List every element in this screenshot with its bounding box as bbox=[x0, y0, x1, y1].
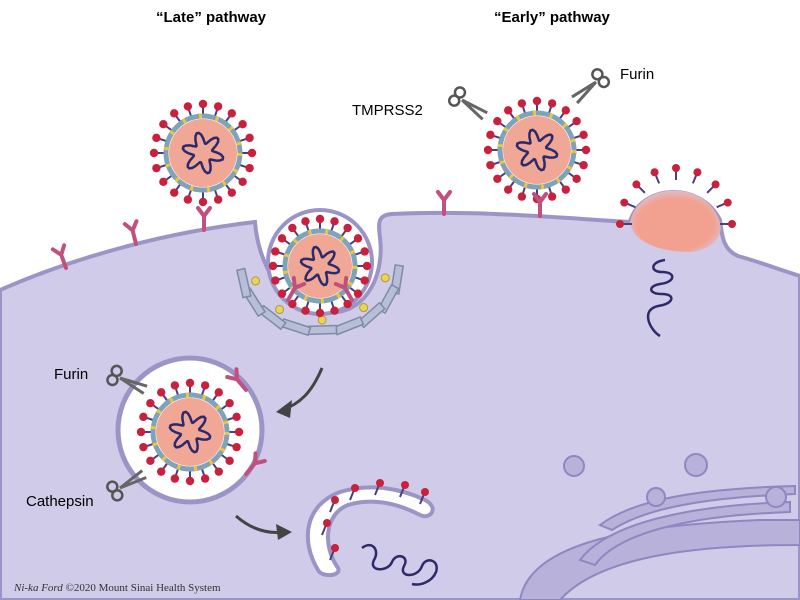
scissors-icon bbox=[571, 68, 611, 105]
ace2-receptor bbox=[436, 190, 452, 216]
ace2-receptor bbox=[286, 275, 307, 302]
arrow-release bbox=[235, 514, 292, 540]
virion-in-pit bbox=[268, 214, 372, 318]
virion-in-endosome bbox=[136, 378, 244, 486]
ace2-receptor bbox=[244, 451, 267, 476]
ace2-receptor bbox=[225, 367, 248, 392]
ace2-receptor bbox=[333, 275, 354, 302]
cathepsin-label: Cathepsin bbox=[26, 493, 94, 510]
fusion-bump-spikes bbox=[616, 164, 736, 228]
arrow-endocytosis bbox=[276, 367, 324, 418]
virion-early-cleaved bbox=[483, 96, 591, 204]
early-pathway-title: “Early” pathway bbox=[494, 9, 610, 26]
ace2-receptor bbox=[532, 192, 548, 218]
scissors-icon bbox=[106, 364, 148, 395]
clathrin-coat bbox=[236, 264, 405, 337]
furin-label-early: Furin bbox=[620, 66, 655, 83]
scissors-icon bbox=[106, 469, 147, 502]
released-membrane-spikes bbox=[321, 479, 429, 561]
ace2-receptor bbox=[122, 219, 139, 246]
fused-endosome-membrane bbox=[305, 485, 435, 577]
credit-copyright: ©2020 Mount Sinai Health System bbox=[62, 582, 221, 594]
golgi-apparatus bbox=[518, 453, 800, 600]
fusion-bump bbox=[630, 190, 721, 252]
late-pathway-title: “Late” pathway bbox=[156, 9, 267, 26]
ace2-receptor bbox=[196, 206, 212, 232]
credit-artist: Ni-ka Ford bbox=[14, 582, 63, 594]
virion-late-approaching bbox=[149, 99, 257, 207]
rna-coil-late bbox=[361, 543, 438, 586]
tmprss2-label: TMPRSS2 bbox=[352, 102, 423, 119]
furin-label-late: Furin bbox=[54, 366, 89, 383]
image-credit: Ni-ka Ford ©2020 Mount Sinai Health Syst… bbox=[14, 582, 221, 594]
ace2-receptor bbox=[50, 243, 68, 270]
rna-coil-early bbox=[646, 258, 674, 338]
scissors-icon bbox=[447, 86, 488, 121]
